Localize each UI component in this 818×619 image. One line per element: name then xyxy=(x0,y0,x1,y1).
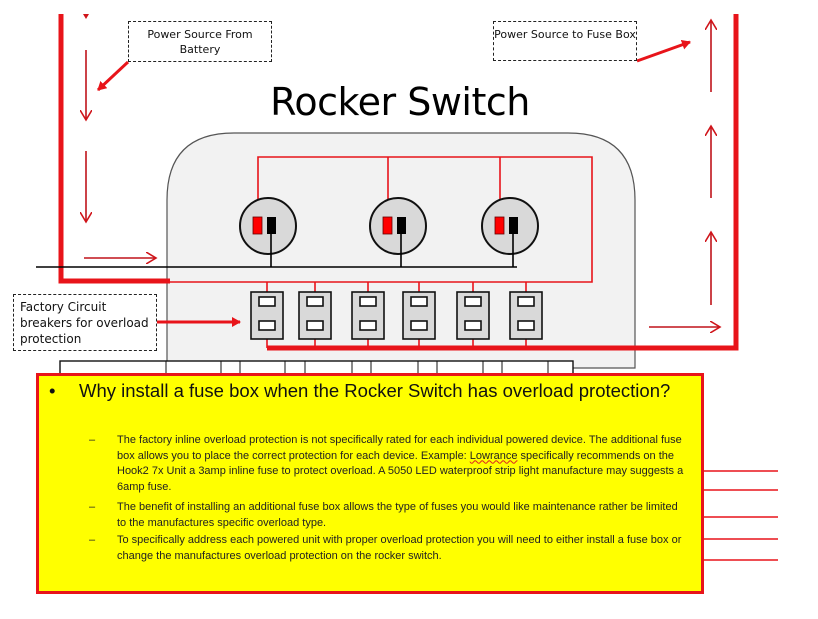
dash-icon: – xyxy=(89,434,96,446)
notes-heading-text: Why install a fuse box when the Rocker S… xyxy=(79,380,671,401)
fuse-callout-pointer xyxy=(636,39,691,63)
breaker-bottom-contact xyxy=(359,320,377,331)
note-text: The benefit of installing an additional … xyxy=(117,501,678,529)
breaker-bottom-contact xyxy=(517,320,535,331)
bullet-icon: • xyxy=(49,380,56,401)
breaker-bottom-contact xyxy=(306,320,324,331)
circuit-breaker xyxy=(456,282,490,348)
diagram-title: Rocker Switch xyxy=(270,80,530,124)
fuse-box-callout: Power Source to Fuse Box xyxy=(493,21,637,61)
note-item: – The benefit of installing an additiona… xyxy=(89,500,689,531)
breaker-group xyxy=(250,282,543,348)
battery-callout-pointer xyxy=(96,60,130,92)
rocker-switch xyxy=(481,197,539,267)
breaker-bottom-contact xyxy=(258,320,276,331)
battery-bus-wire xyxy=(170,156,593,283)
breaker-top-contact xyxy=(517,296,535,307)
breaker-top-contact xyxy=(306,296,324,307)
note-text: specifically recommends on the Hook2 7x … xyxy=(117,449,684,493)
circuit-breaker xyxy=(250,282,284,348)
rocker-switch xyxy=(369,197,427,267)
dash-icon: – xyxy=(89,534,96,546)
positive-terminal xyxy=(252,216,263,235)
negative-terminal xyxy=(397,217,406,234)
circuit-breaker xyxy=(402,282,436,348)
breaker-top-contact xyxy=(464,296,482,307)
arrow-down-icon xyxy=(83,14,89,19)
fuse-box-callout-text: Power Source to Fuse Box xyxy=(494,28,636,41)
note-text: The factory inline overload protection i… xyxy=(117,434,682,462)
breakers-callout-text: Factory Circuit breakers for overload pr… xyxy=(20,300,149,346)
breaker-bottom-contact xyxy=(410,320,428,331)
battery-callout-text: Power Source From Battery xyxy=(147,28,253,56)
breaker-bottom-contact xyxy=(464,320,482,331)
dash-icon: – xyxy=(89,501,96,513)
breaker-top-contact xyxy=(410,296,428,307)
note-item: – The factory inline overload protection… xyxy=(89,433,689,495)
switch-group xyxy=(239,197,539,267)
note-text: To specifically address each powered uni… xyxy=(117,534,682,562)
flow-arrows xyxy=(83,14,720,327)
circuit-breaker xyxy=(509,282,543,348)
breakers-callout: Factory Circuit breakers for overload pr… xyxy=(13,294,157,351)
output-leads xyxy=(704,470,778,561)
battery-callout: Power Source From Battery xyxy=(128,21,272,62)
spellcheck-flagged-word[interactable]: Lowrance xyxy=(469,449,518,462)
notes-box: • Why install a fuse box when the Rocker… xyxy=(36,373,704,594)
fuse-box-feed-wire xyxy=(267,14,739,351)
note-item: – To specifically address each powered u… xyxy=(89,533,689,564)
positive-terminal xyxy=(382,216,393,235)
terminal-strip xyxy=(59,360,574,375)
negative-terminal xyxy=(267,217,276,234)
breaker-top-contact xyxy=(359,296,377,307)
battery-feed-wire xyxy=(58,14,170,284)
positive-terminal xyxy=(494,216,505,235)
circuit-breaker xyxy=(351,282,385,348)
notes-heading: • Why install a fuse box when the Rocker… xyxy=(49,378,681,403)
breaker-top-contact xyxy=(258,296,276,307)
circuit-breaker xyxy=(298,282,332,348)
negative-terminal xyxy=(509,217,518,234)
rocker-switch xyxy=(239,197,297,267)
